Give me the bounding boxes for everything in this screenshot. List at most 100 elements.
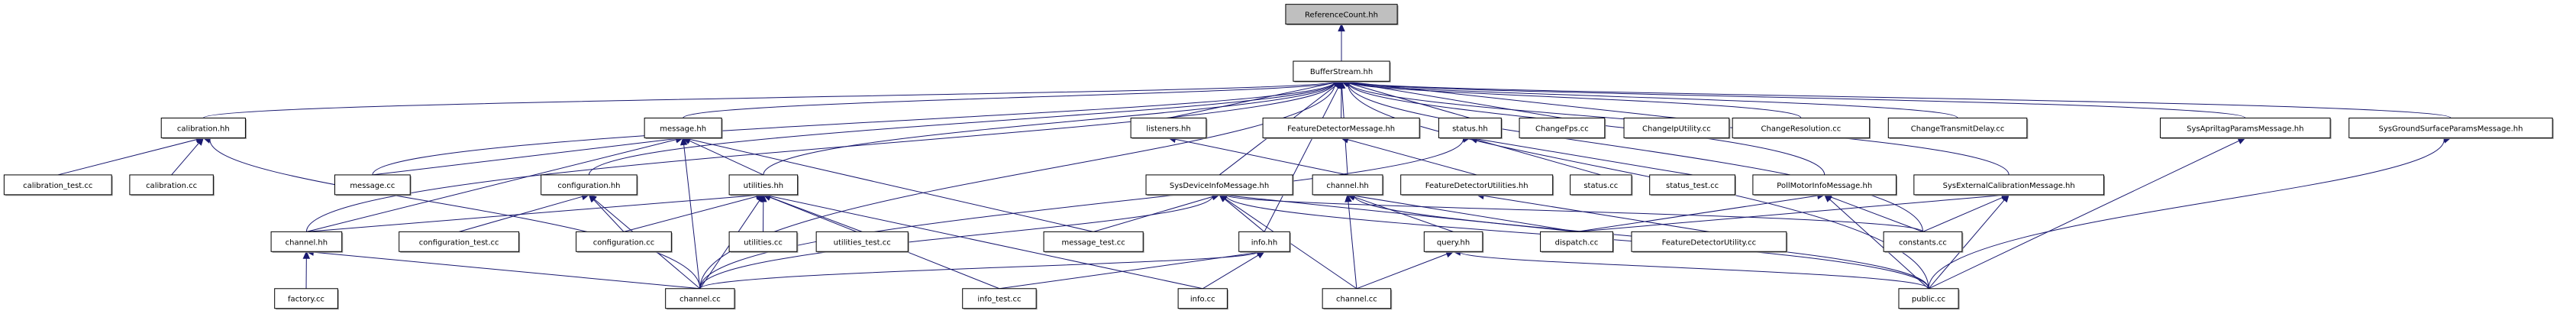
node-public-cc[interactable]: public.cc: [1898, 288, 1960, 310]
node-box[interactable]: [270, 231, 343, 252]
node-bufferstream-hh[interactable]: BufferStream.hh: [1293, 60, 1391, 83]
node-info-test-cc[interactable]: info_test.cc: [962, 288, 1038, 310]
node-label: calibration.cc: [146, 182, 197, 190]
node-box[interactable]: [1887, 117, 2028, 138]
edge-SysGroundSurfaceParamsMessage_hh-to-BufferStream_hh: [1348, 81, 2452, 118]
node-box[interactable]: [1623, 117, 1730, 138]
node-box[interactable]: [1145, 174, 1293, 196]
node-label: FeatureDetectorUtility.cc: [1662, 238, 1757, 247]
node-featuredetectormessage-hh[interactable]: FeatureDetectorMessage.hh: [1262, 117, 1421, 139]
node-box[interactable]: [1043, 231, 1144, 252]
edge-status_cc-to-status_hh: [1476, 139, 1601, 176]
node-box[interactable]: [334, 174, 411, 196]
node-label: SysDeviceInfoMessage.hh: [1170, 182, 1269, 190]
node-label: FeatureDetectorMessage.hh: [1287, 125, 1395, 133]
node-box[interactable]: [815, 231, 909, 252]
edge-channel_hh_a-to-message_hh: [306, 139, 677, 232]
edge-status_hh-to-BufferStream_hh: [1348, 83, 1470, 118]
arrowhead-icon: [1823, 194, 1832, 202]
node-box[interactable]: [1285, 4, 1398, 25]
node-sysexternalcalibrationmessage-hh[interactable]: SysExternalCalibrationMessage.hh: [1913, 174, 2105, 196]
node-constants-cc[interactable]: constants.cc: [1883, 231, 1964, 253]
node-utilities-hh[interactable]: utilities.hh: [728, 174, 799, 196]
node-box[interactable]: [728, 174, 799, 196]
node-label: configuration.hh: [557, 182, 620, 190]
node-box[interactable]: [1913, 174, 2104, 196]
node-box[interactable]: [665, 288, 735, 309]
node-message-test-cc[interactable]: message_test.cc: [1043, 231, 1144, 253]
node-sysapriltagparamsmessage-hh[interactable]: SysApriltagParamsMessage.hh: [2159, 117, 2332, 139]
node-channel-hh-b[interactable]: channel.hh: [1312, 174, 1384, 196]
node-box[interactable]: [1322, 288, 1392, 309]
node-box[interactable]: [576, 231, 672, 252]
node-box[interactable]: [1438, 117, 1502, 138]
node-box[interactable]: [1177, 288, 1228, 309]
node-box[interactable]: [1898, 288, 1959, 309]
node-box[interactable]: [3, 174, 112, 196]
node-box[interactable]: [644, 117, 722, 138]
node-box[interactable]: [1649, 174, 1735, 196]
node-dispatch-cc[interactable]: dispatch.cc: [1540, 231, 1614, 253]
node-box[interactable]: [1312, 174, 1383, 196]
node-box[interactable]: [1130, 117, 1207, 138]
node-changefps-cc[interactable]: ChangeFps.cc: [1519, 117, 1606, 139]
node-pollmotorinfomessage-hh[interactable]: PollMotorInfoMessage.hh: [1752, 174, 1898, 196]
node-featuredetectorutilities-hh[interactable]: FeatureDetectorUtilities.hh: [1400, 174, 1554, 196]
node-box[interactable]: [1423, 231, 1483, 252]
node-box[interactable]: [160, 117, 246, 138]
node-channel-hh-a[interactable]: channel.hh: [270, 231, 344, 253]
node-box[interactable]: [1238, 231, 1290, 252]
node-box[interactable]: [1293, 60, 1390, 82]
node-configuration-hh[interactable]: configuration.hh: [541, 174, 638, 196]
node-sysgroundsurfaceparamsmessage-hh[interactable]: SysGroundSurfaceParamsMessage.hh: [2348, 117, 2554, 139]
node-box[interactable]: [2348, 117, 2553, 138]
node-channel-cc-a[interactable]: channel.cc: [665, 288, 736, 310]
edge-dispatch_cc-to-SysExternalCalibrationMessage_hh: [1577, 195, 2003, 232]
node-box[interactable]: [728, 231, 798, 252]
node-box[interactable]: [962, 288, 1037, 309]
node-box[interactable]: [1732, 117, 1871, 138]
edge-public_cc-to-PollMotorInfoMessage_hh: [1829, 199, 1929, 290]
node-box[interactable]: [1570, 174, 1632, 196]
node-factory-cc[interactable]: factory.cc: [274, 288, 339, 310]
node-sysdeviceinfomessage-hh[interactable]: SysDeviceInfoMessage.hh: [1145, 174, 1294, 196]
node-box[interactable]: [1752, 174, 1897, 196]
node-status-hh[interactable]: status.hh: [1438, 117, 1503, 139]
node-utilities-cc[interactable]: utilities.cc: [728, 231, 799, 253]
node-box[interactable]: [1262, 117, 1420, 138]
node-box[interactable]: [1631, 231, 1787, 252]
node-box[interactable]: [1400, 174, 1554, 196]
node-box[interactable]: [274, 288, 338, 309]
node-calibration-test-cc[interactable]: calibration_test.cc: [3, 174, 113, 196]
node-message-cc[interactable]: message.cc: [334, 174, 412, 196]
node-box[interactable]: [129, 174, 214, 196]
node-changeresolution-cc[interactable]: ChangeResolution.cc: [1732, 117, 1871, 139]
node-info-cc[interactable]: info.cc: [1177, 288, 1228, 310]
node-message-hh[interactable]: message.hh: [644, 117, 723, 139]
node-box[interactable]: [399, 231, 520, 252]
node-listeners-hh[interactable]: listeners.hh: [1130, 117, 1208, 139]
node-calibration-cc[interactable]: calibration.cc: [129, 174, 215, 196]
node-configuration-cc[interactable]: configuration.cc: [576, 231, 673, 253]
node-configuration-test-cc[interactable]: configuration_test.cc: [399, 231, 521, 253]
node-utilities-test-cc[interactable]: utilities_test.cc: [815, 231, 909, 253]
node-status-test-cc[interactable]: status_test.cc: [1649, 174, 1736, 196]
node-box[interactable]: [1540, 231, 1614, 252]
node-calibration-hh[interactable]: calibration.hh: [160, 117, 247, 139]
node-box[interactable]: [2159, 117, 2331, 138]
node-box[interactable]: [1883, 231, 1963, 252]
node-query-hh[interactable]: query.hh: [1423, 231, 1484, 253]
node-channel-cc-b[interactable]: channel.cc: [1322, 288, 1393, 310]
node-referencecount-hh[interactable]: ReferenceCount.hh: [1285, 4, 1399, 26]
node-changetransmitdelay-cc[interactable]: ChangeTransmitDelay.cc: [1887, 117, 2029, 139]
node-status-cc[interactable]: status.cc: [1570, 174, 1633, 196]
node-box[interactable]: [1519, 117, 1606, 138]
edge-status_test_cc-to-status_hh: [1477, 138, 1693, 176]
node-info-hh[interactable]: info.hh: [1238, 231, 1291, 253]
node-changeiputility-cc[interactable]: ChangeIpUtility.cc: [1623, 117, 1731, 139]
node-featuredetectorutility-cc[interactable]: FeatureDetectorUtility.cc: [1631, 231, 1788, 253]
node-label: ChangeFps.cc: [1535, 125, 1589, 133]
node-box[interactable]: [541, 174, 638, 196]
node-label: channel.hh: [286, 238, 328, 247]
